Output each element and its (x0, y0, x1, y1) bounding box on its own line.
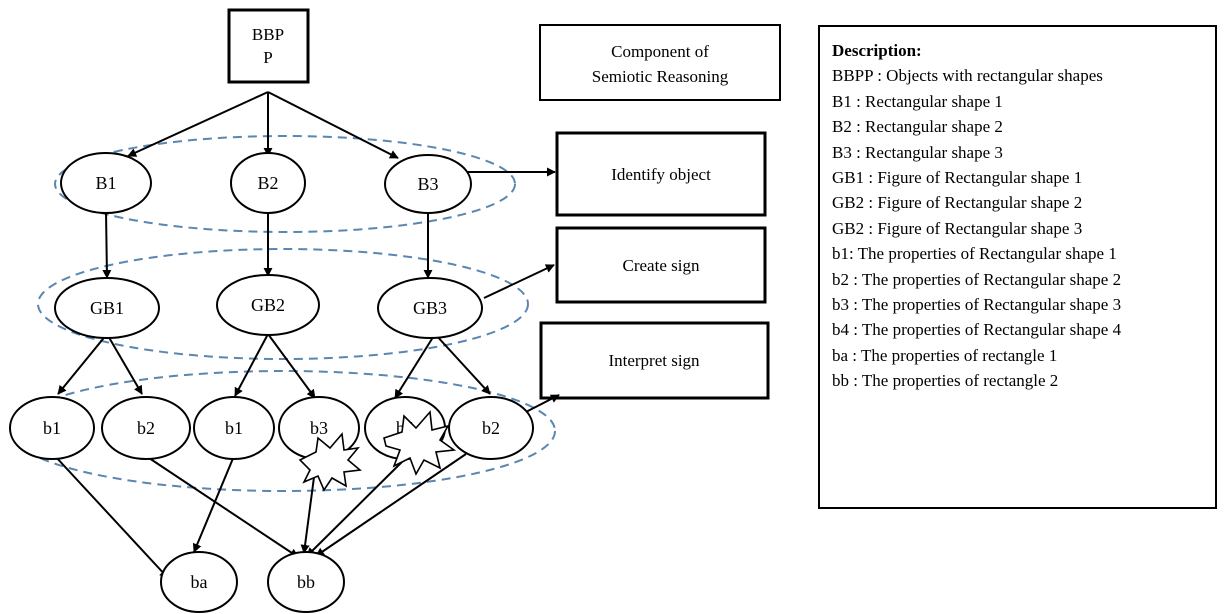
description-item: b1: The properties of Rectangular shape … (832, 244, 1117, 264)
interpret-sign-label: Interpret sign (608, 351, 700, 370)
component-label-line1: Component of (611, 42, 709, 61)
edge-root-b3 (267, 91, 399, 159)
node-b1-mid-label: b1 (225, 418, 243, 438)
description-item: B2 : Rectangular shape 2 (832, 117, 1003, 137)
edge-gb3-b4 (394, 333, 436, 399)
node-b2-left (101, 396, 191, 460)
node-b1-left-label: b1 (43, 418, 61, 438)
create-group-ellipse (37, 248, 529, 360)
node-ba (160, 551, 238, 613)
root-label-line1: BBP (252, 25, 284, 44)
node-b3 (384, 154, 472, 214)
description-item: ba : The properties of rectangle 1 (832, 345, 1058, 365)
node-gb2-label: GB2 (251, 295, 285, 315)
conflict-burst-icon (298, 432, 362, 492)
edge-root-b1 (127, 91, 269, 157)
node-b2-right-label: b2 (482, 418, 500, 438)
conflict-burst-icon (383, 410, 457, 476)
description-item: B3 : Rectangular shape 3 (832, 142, 1003, 162)
description-panel: Description: BBPP : Objects with rectang… (818, 25, 1217, 509)
node-b3-label: B3 (417, 174, 438, 194)
root-box (227, 8, 310, 84)
node-b2-label: B2 (257, 173, 278, 193)
edge-b1-gb1 (102, 210, 112, 279)
node-b1-left (9, 396, 95, 460)
edge-b2b-bb (315, 453, 467, 557)
edge-b2-bb (145, 455, 299, 558)
description-item: b4 : The properties of Rectangular shape… (832, 320, 1122, 340)
node-ba-label: ba (191, 572, 208, 592)
description-item: BBPP : Objects with rectangular shapes (832, 66, 1103, 86)
edge-gb3-b2 (434, 333, 491, 395)
node-bb (267, 551, 345, 613)
description-item: GB1 : Figure of Rectangular shape 1 (832, 168, 1083, 188)
node-gb1 (54, 277, 160, 339)
identify-object-box (555, 131, 767, 217)
description-item: b3 : The properties of Rectangular shape… (832, 295, 1122, 315)
node-bb-label: bb (297, 572, 315, 592)
edge-gb2-b1 (234, 333, 269, 397)
node-gb2 (216, 274, 320, 336)
create-sign-label: Create sign (623, 256, 700, 275)
node-b1-mid (193, 396, 275, 460)
node-b2 (230, 152, 306, 214)
interpret-sign-box (539, 321, 770, 400)
create-sign-box (555, 226, 767, 304)
edge-gb2-b3 (267, 333, 316, 399)
description-title: Description: (832, 41, 922, 60)
description-item: b2 : The properties of Rectangular shape… (832, 269, 1122, 289)
description-item: GB2 : Figure of Rectangular shape 3 (832, 218, 1083, 238)
node-gb1-label: GB1 (90, 298, 124, 318)
description-list: BBPP : Objects with rectangular shapes B… (832, 63, 1215, 393)
identify-group-ellipse (54, 135, 516, 233)
edge-gb1-b1 (57, 333, 108, 395)
node-gb3-label: GB3 (413, 298, 447, 318)
node-gb3 (377, 277, 483, 339)
edge-gb1-b2 (106, 333, 143, 395)
edge-b1-ba (54, 455, 169, 579)
edge-gb3-create (483, 264, 555, 299)
node-b1 (60, 152, 152, 214)
edge-b1b-ba (192, 455, 235, 553)
node-b2-right (448, 396, 534, 460)
node-b3-mid-label: b3 (310, 418, 328, 438)
node-b1-label: B1 (95, 173, 116, 193)
description-item: B1 : Rectangular shape 1 (832, 91, 1003, 111)
description-item: bb : The properties of rectangle 2 (832, 371, 1059, 391)
semiotic-reasoning-diagram: BBP P Component of Semiotic Reasoning Id… (9, 8, 781, 613)
edge-b2-interpret (521, 394, 560, 415)
description-item: GB2 : Figure of Rectangular shape 2 (832, 193, 1083, 213)
edge-b4-bb (306, 451, 413, 557)
identify-object-label: Identify object (611, 165, 711, 184)
node-b2-left-label: b2 (137, 418, 155, 438)
component-label-line2: Semiotic Reasoning (592, 67, 729, 86)
root-label-line2: P (263, 48, 272, 67)
component-box (539, 24, 781, 101)
